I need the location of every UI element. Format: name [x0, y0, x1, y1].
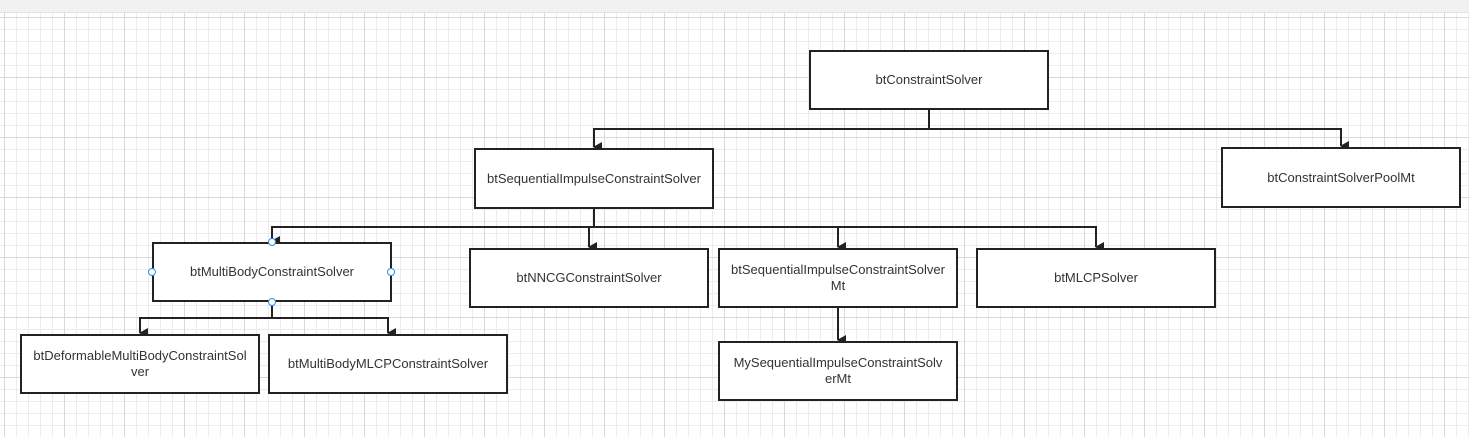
node-bt-multi-body-constraint-solver[interactable]: btMultiBodyConstraintSolver [152, 242, 392, 302]
node-bt-multi-body-mlcp-constraint-solver[interactable]: btMultiBodyMLCPConstraintSolver [268, 334, 508, 394]
diagram-canvas[interactable] [0, 13, 1469, 437]
node-bt-sequential-impulse-constraint-solver-mt[interactable]: btSequentialImpulseConstraintSolverMt [718, 248, 958, 308]
connector-root-to-pool [929, 128, 1349, 151]
connector-seq-to-nncg [588, 226, 597, 252]
selection-handle-left[interactable] [148, 268, 156, 276]
connector-seq-to-seqmt [594, 226, 846, 252]
connector-seq-to-multibody [271, 209, 595, 246]
selection-handle-bottom[interactable] [268, 298, 276, 306]
node-bt-mlcp-solver[interactable]: btMLCPSolver [976, 248, 1216, 308]
selection-handle-top[interactable] [268, 238, 276, 246]
node-bt-deformable-multi-body-constraint-solver[interactable]: btDeformableMultiBodyConstraintSolver [20, 334, 260, 394]
node-bt-constraint-solver-pool-mt[interactable]: btConstraintSolverPoolMt [1221, 147, 1461, 208]
canvas-top-bar [0, 0, 1469, 13]
node-my-sequential-impulse-constraint-solver-mt[interactable]: MySequentialImpulseConstraintSolverMt [718, 341, 958, 401]
selection-handle-right[interactable] [387, 268, 395, 276]
node-bt-nncg-constraint-solver[interactable]: btNNCGConstraintSolver [469, 248, 709, 308]
connector-seq-to-mlcp [838, 226, 1104, 252]
connector-multibody-to-mbmlcp [272, 317, 396, 338]
node-bt-sequential-impulse-constraint-solver[interactable]: btSequentialImpulseConstraintSolver [474, 148, 714, 209]
node-bt-constraint-solver[interactable]: btConstraintSolver [809, 50, 1049, 110]
connector-multibody-to-deformable [139, 302, 273, 338]
connector-root-to-seq [593, 110, 930, 152]
